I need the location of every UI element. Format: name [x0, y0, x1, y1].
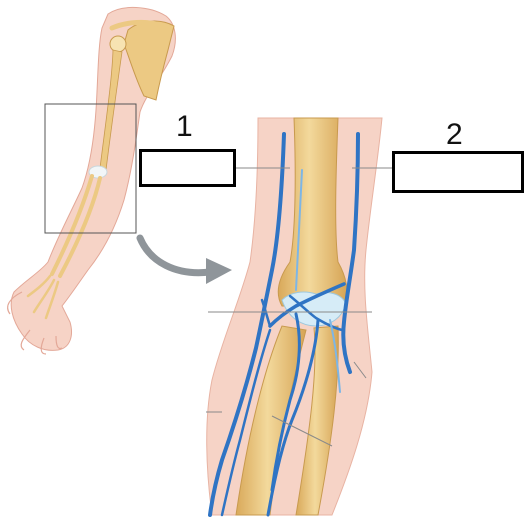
answer-box-2[interactable]: [392, 151, 524, 193]
label-number-2: 2: [446, 120, 463, 150]
humerus-head: [110, 36, 126, 52]
answer-box-1[interactable]: [139, 149, 236, 187]
label-number-1: 1: [176, 112, 193, 142]
zoom-arrow: [140, 238, 232, 284]
